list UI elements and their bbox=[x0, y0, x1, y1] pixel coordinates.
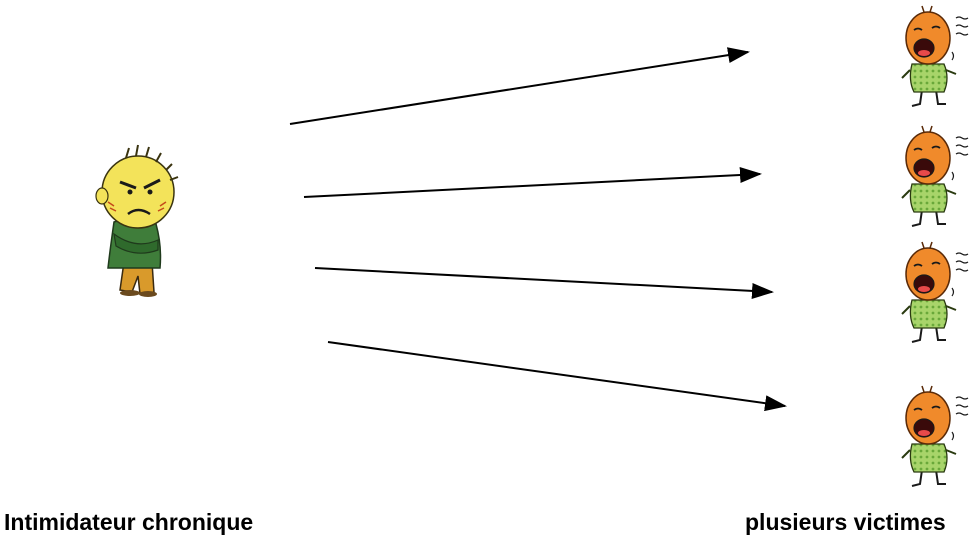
victim-figure-2 bbox=[901, 125, 969, 227]
bully-caption: Intimidateur chronique bbox=[4, 509, 254, 535]
victim-figure-4 bbox=[901, 385, 969, 487]
arrow-to-victim-4 bbox=[327, 341, 787, 412]
arrow-to-victim-2 bbox=[303, 167, 762, 198]
arrow-to-victim-1 bbox=[289, 47, 750, 125]
bully-figure bbox=[95, 144, 179, 297]
victims-group bbox=[901, 5, 969, 487]
arrow-to-victim-3 bbox=[314, 267, 774, 299]
victims-caption: plusieurs victimes bbox=[745, 509, 946, 535]
victim-figure-3 bbox=[901, 241, 969, 343]
bully-head bbox=[101, 155, 175, 229]
victim-figure-1 bbox=[901, 5, 969, 107]
arrows-group bbox=[289, 47, 787, 412]
